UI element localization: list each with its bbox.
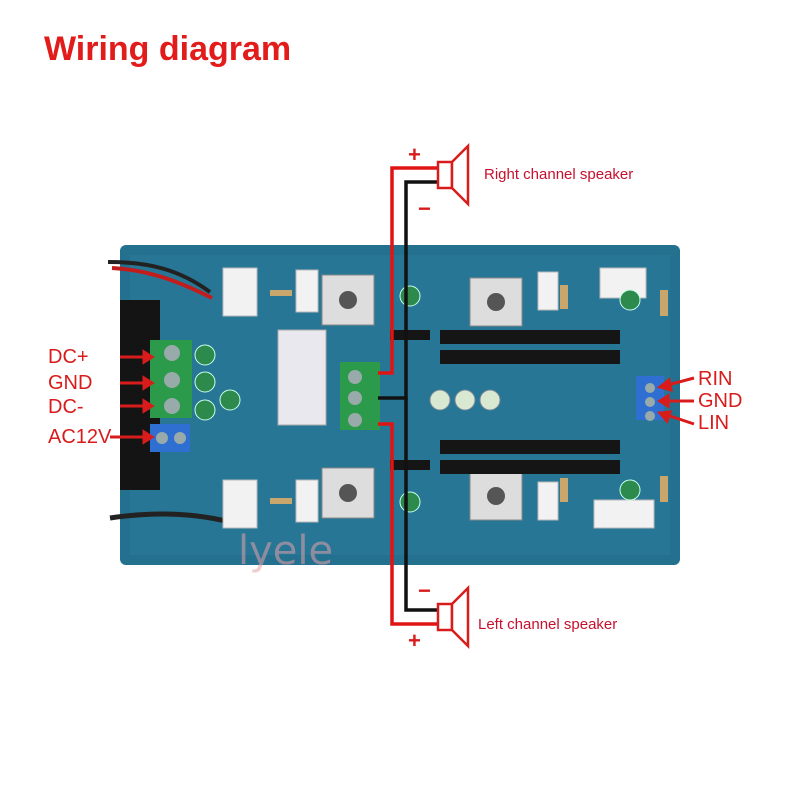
left-speaker-wires: [378, 398, 440, 626]
relay: [277, 329, 327, 426]
right-speaker-wires: [378, 166, 440, 400]
left-minus-sign: −: [418, 578, 431, 603]
power-cable: [107, 260, 212, 294]
gnd-right-label: GND: [698, 390, 743, 412]
left-arrows: [110, 349, 155, 445]
lin-label: LIN: [698, 412, 730, 434]
dc-minus-label: DC-: [48, 396, 84, 418]
left-speaker-label: Left channel speaker: [478, 616, 618, 633]
right-speaker-label: Right channel speaker: [484, 166, 634, 183]
right-arrows: [656, 376, 695, 426]
heatsink-block: [222, 267, 258, 317]
gnd-left-label: GND: [48, 372, 93, 394]
right-speaker-icon: [436, 142, 470, 208]
diagram-title: Wiring diagram: [44, 30, 292, 68]
right-plus-sign: +: [408, 142, 421, 167]
left-speaker-icon: [436, 584, 470, 650]
ac12v-label: AC12V: [48, 426, 112, 448]
left-plus-sign: +: [408, 628, 421, 653]
watermark: lyele: [238, 528, 334, 574]
rin-label: RIN: [698, 368, 733, 390]
dc-plus-label: DC+: [48, 346, 89, 368]
right-minus-sign: −: [418, 196, 431, 221]
